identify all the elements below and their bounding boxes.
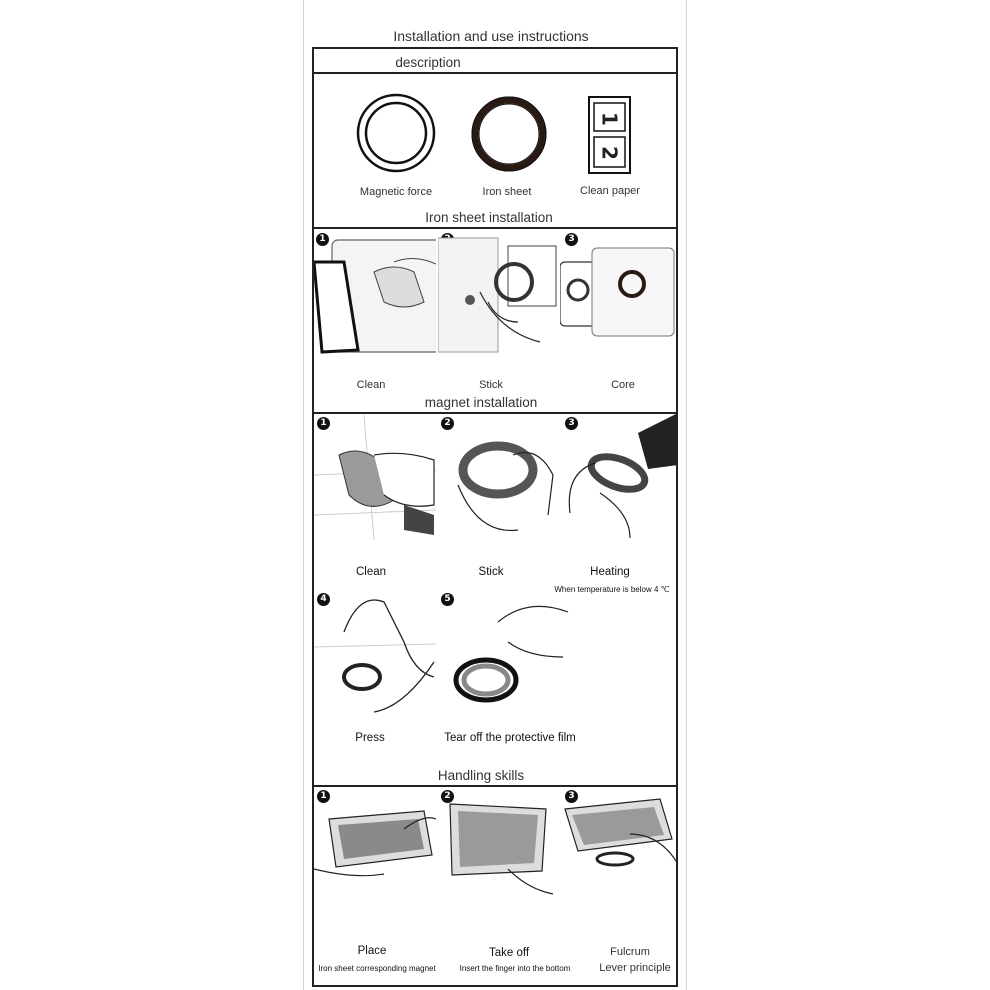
step-label-tear-off: Tear off the protective film xyxy=(444,732,576,744)
place-note: Iron sheet corresponding magnet xyxy=(318,964,436,973)
iron-sheet-heading: Iron sheet installation xyxy=(425,210,553,225)
step-number-badge: 3 xyxy=(565,790,578,803)
section-divider xyxy=(314,412,676,414)
step-label-core: Core xyxy=(611,379,635,391)
section-divider xyxy=(314,227,676,229)
dark-ring-icon xyxy=(470,95,548,173)
tear-film-illustration xyxy=(438,592,578,717)
section-divider xyxy=(314,72,676,74)
iron-sheet-stick-illustration xyxy=(438,232,560,354)
item-label-magnetic-force: Magnetic force xyxy=(359,186,433,198)
step-number-badge: 1 xyxy=(317,417,330,430)
white-ring-icon xyxy=(355,92,437,174)
instruction-frame xyxy=(312,47,678,987)
take-off-note: Insert the finger into the bottom xyxy=(459,964,571,973)
paper-number-2: 2 xyxy=(597,146,622,160)
step-number-badge: 1 xyxy=(317,790,330,803)
fulcrum-note: Lever principle xyxy=(599,962,671,974)
page-title: Installation and use instructions xyxy=(393,28,589,44)
tablet-place-illustration xyxy=(314,789,436,909)
step-label-press: Press xyxy=(355,732,385,744)
instruction-sheet xyxy=(303,0,687,990)
magnet-stick-illustration xyxy=(438,415,560,540)
step-number-badge: 2 xyxy=(441,417,454,430)
heating-note: When temperature is below 4 ℃ xyxy=(554,585,670,594)
core-iron-sheet-illustration xyxy=(560,232,678,354)
tablet-fulcrum-illustration xyxy=(560,789,678,909)
step-label-clean: Clean xyxy=(356,379,386,391)
tablet-cleaning-illustration xyxy=(314,232,436,354)
step-number-badge: 5 xyxy=(441,593,454,606)
tablet-take-off-illustration xyxy=(438,789,560,909)
surface-cleaning-illustration xyxy=(314,415,436,540)
step-label-stick: Stick xyxy=(479,379,503,391)
step-label-clean: Clean xyxy=(355,566,387,578)
description-heading: description xyxy=(395,55,461,70)
magnet-heating-illustration xyxy=(560,413,678,540)
handling-heading: Handling skills xyxy=(437,768,525,783)
section-divider xyxy=(314,785,676,787)
step-label-place: Place xyxy=(357,945,387,957)
magnet-heading: magnet installation xyxy=(424,395,538,410)
step-number-badge: 1 xyxy=(316,233,329,246)
step-number-badge: 2 xyxy=(441,790,454,803)
step-label-heating: Heating xyxy=(590,566,630,578)
step-number-badge: 3 xyxy=(565,417,578,430)
step-label-stick: Stick xyxy=(478,566,504,578)
numbered-paper-icon: 1 2 xyxy=(587,95,632,175)
step-number-badge: 4 xyxy=(317,593,330,606)
item-label-clean-paper: Clean paper xyxy=(580,185,640,197)
step-label-take-off: Take off xyxy=(488,947,530,959)
paper-number-1: 1 xyxy=(597,112,622,126)
magnet-press-illustration xyxy=(314,592,436,717)
step-label-fulcrum: Fulcrum xyxy=(610,946,650,958)
step-number-badge: 3 xyxy=(565,233,578,246)
item-label-iron-sheet: Iron sheet xyxy=(482,186,532,198)
